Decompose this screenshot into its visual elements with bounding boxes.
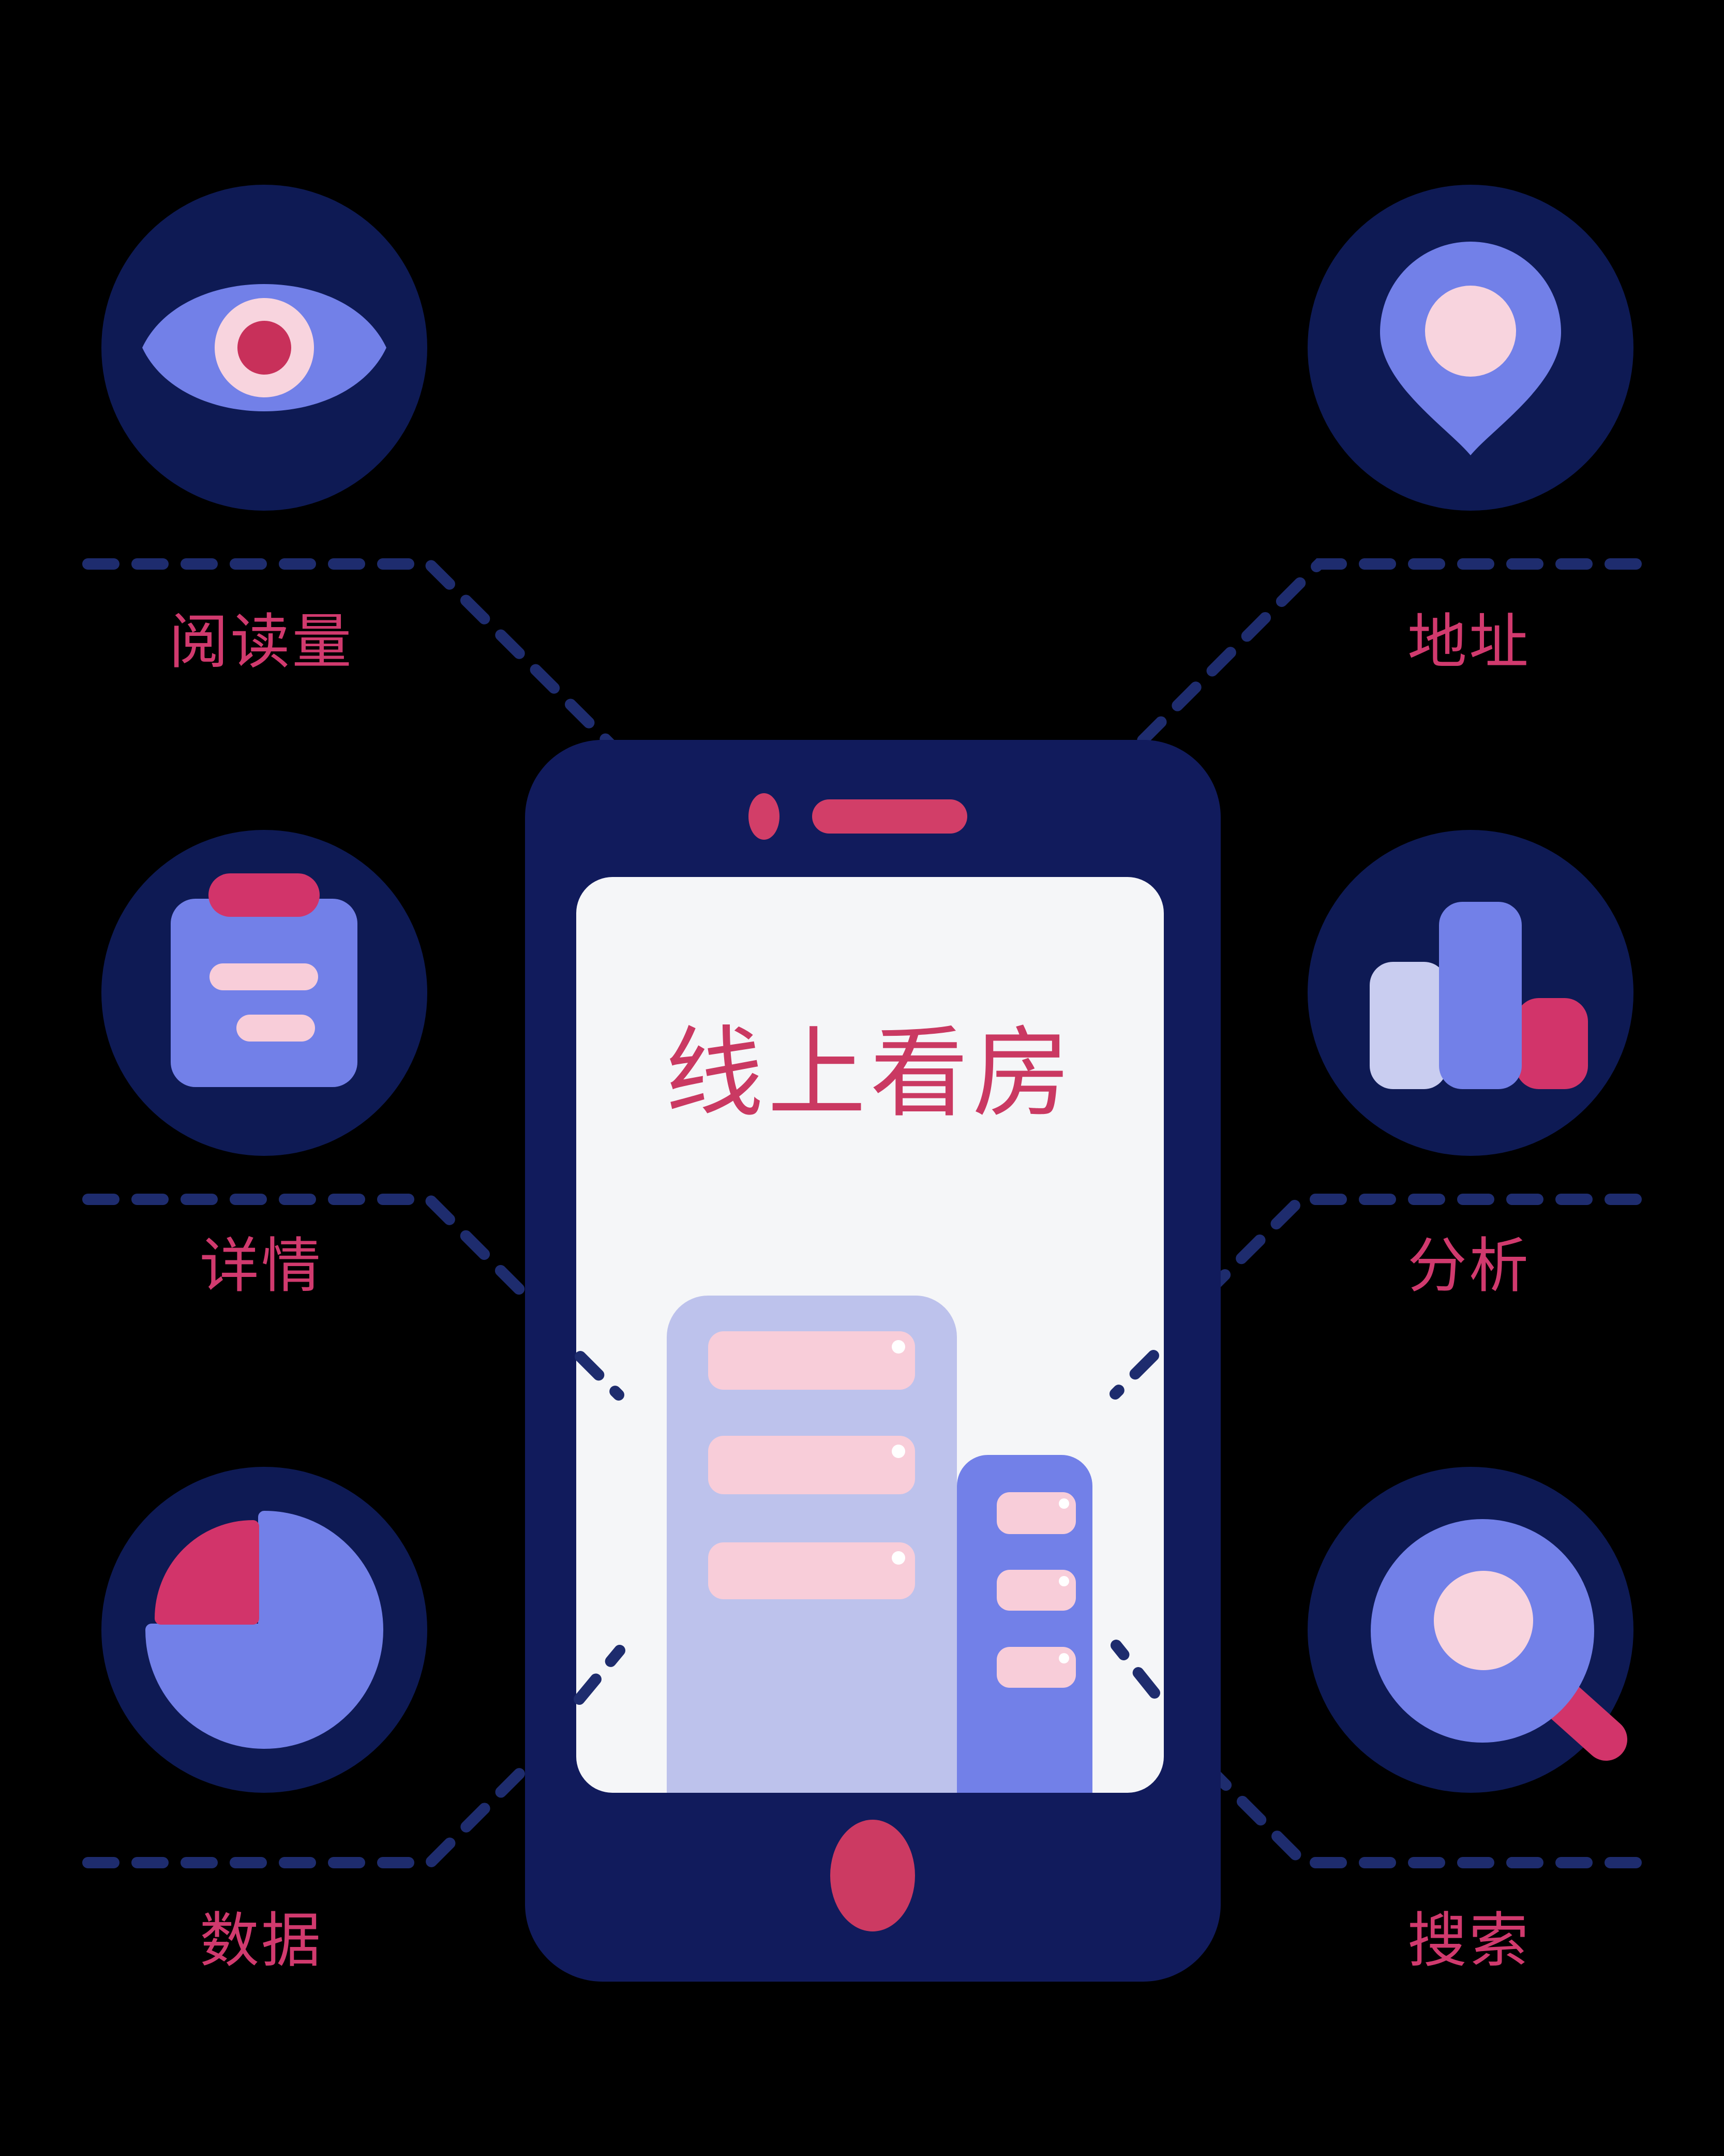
feature-analysis: 分析 bbox=[1308, 830, 1633, 1301]
connector-details-tail bbox=[575, 1351, 624, 1401]
list-item bbox=[997, 1570, 1076, 1611]
feature-label: 搜索 bbox=[1407, 1906, 1531, 1975]
magnifier-glass bbox=[1434, 1571, 1533, 1670]
feature-search: 搜索 bbox=[1308, 1467, 1633, 1975]
eye-pupil bbox=[237, 321, 291, 375]
clipboard-body bbox=[171, 899, 357, 1087]
eye-icon bbox=[142, 284, 386, 411]
feature-label: 地址 bbox=[1407, 607, 1531, 677]
feature-data: 数据 bbox=[101, 1467, 427, 1975]
feature-views: 阅读量 bbox=[101, 185, 427, 677]
list-item bbox=[997, 1492, 1076, 1534]
list-item bbox=[708, 1436, 915, 1494]
list-item-dot bbox=[892, 1340, 905, 1354]
list-item bbox=[997, 1647, 1076, 1688]
feature-label: 分析 bbox=[1407, 1231, 1531, 1301]
connector-views bbox=[82, 558, 621, 755]
clipboard-icon bbox=[171, 873, 357, 1087]
feature-label: 数据 bbox=[200, 1906, 323, 1975]
list-item-dot bbox=[1059, 1498, 1069, 1509]
bar-middle bbox=[1439, 902, 1522, 1089]
feature-label: 详情 bbox=[200, 1231, 323, 1301]
page-title: 线上看房 bbox=[665, 1016, 1075, 1131]
clipboard-line bbox=[236, 1015, 315, 1042]
list-item bbox=[708, 1542, 915, 1599]
pie-main bbox=[145, 1511, 383, 1749]
listing-rows-right bbox=[997, 1492, 1076, 1688]
clipboard-line bbox=[209, 963, 318, 990]
location-pin-icon bbox=[1380, 242, 1561, 455]
connector-search-tail bbox=[1111, 1640, 1160, 1699]
clipboard-clip bbox=[208, 873, 320, 917]
list-item-dot bbox=[1059, 1576, 1069, 1586]
connector-data-tail bbox=[574, 1645, 625, 1705]
bar-right bbox=[1516, 998, 1588, 1089]
list-item-dot bbox=[1059, 1653, 1069, 1663]
pin-center bbox=[1425, 286, 1516, 377]
list-item bbox=[708, 1331, 915, 1390]
feature-address: 地址 bbox=[1308, 185, 1633, 677]
connector-address bbox=[1128, 558, 1642, 755]
search-icon bbox=[1371, 1519, 1627, 1761]
list-item-dot bbox=[892, 1551, 905, 1565]
list-item-dot bbox=[892, 1445, 905, 1458]
screen-content bbox=[667, 1296, 1092, 1793]
feature-label: 阅读量 bbox=[169, 607, 353, 677]
home-button bbox=[830, 1820, 915, 1931]
connector-screen-dashes bbox=[574, 1350, 1160, 1705]
phone: 线上看房 bbox=[525, 740, 1221, 1982]
connector-analysis-tail bbox=[1110, 1350, 1159, 1400]
pie-chart-icon bbox=[145, 1511, 383, 1749]
speaker-icon bbox=[812, 799, 967, 834]
pie-slice bbox=[155, 1520, 259, 1625]
bar-left bbox=[1370, 962, 1447, 1089]
listing-rows-left bbox=[708, 1331, 915, 1599]
feature-details: 详情 bbox=[101, 830, 427, 1301]
bar-chart-icon bbox=[1370, 902, 1588, 1089]
camera-dot-icon bbox=[748, 793, 779, 840]
